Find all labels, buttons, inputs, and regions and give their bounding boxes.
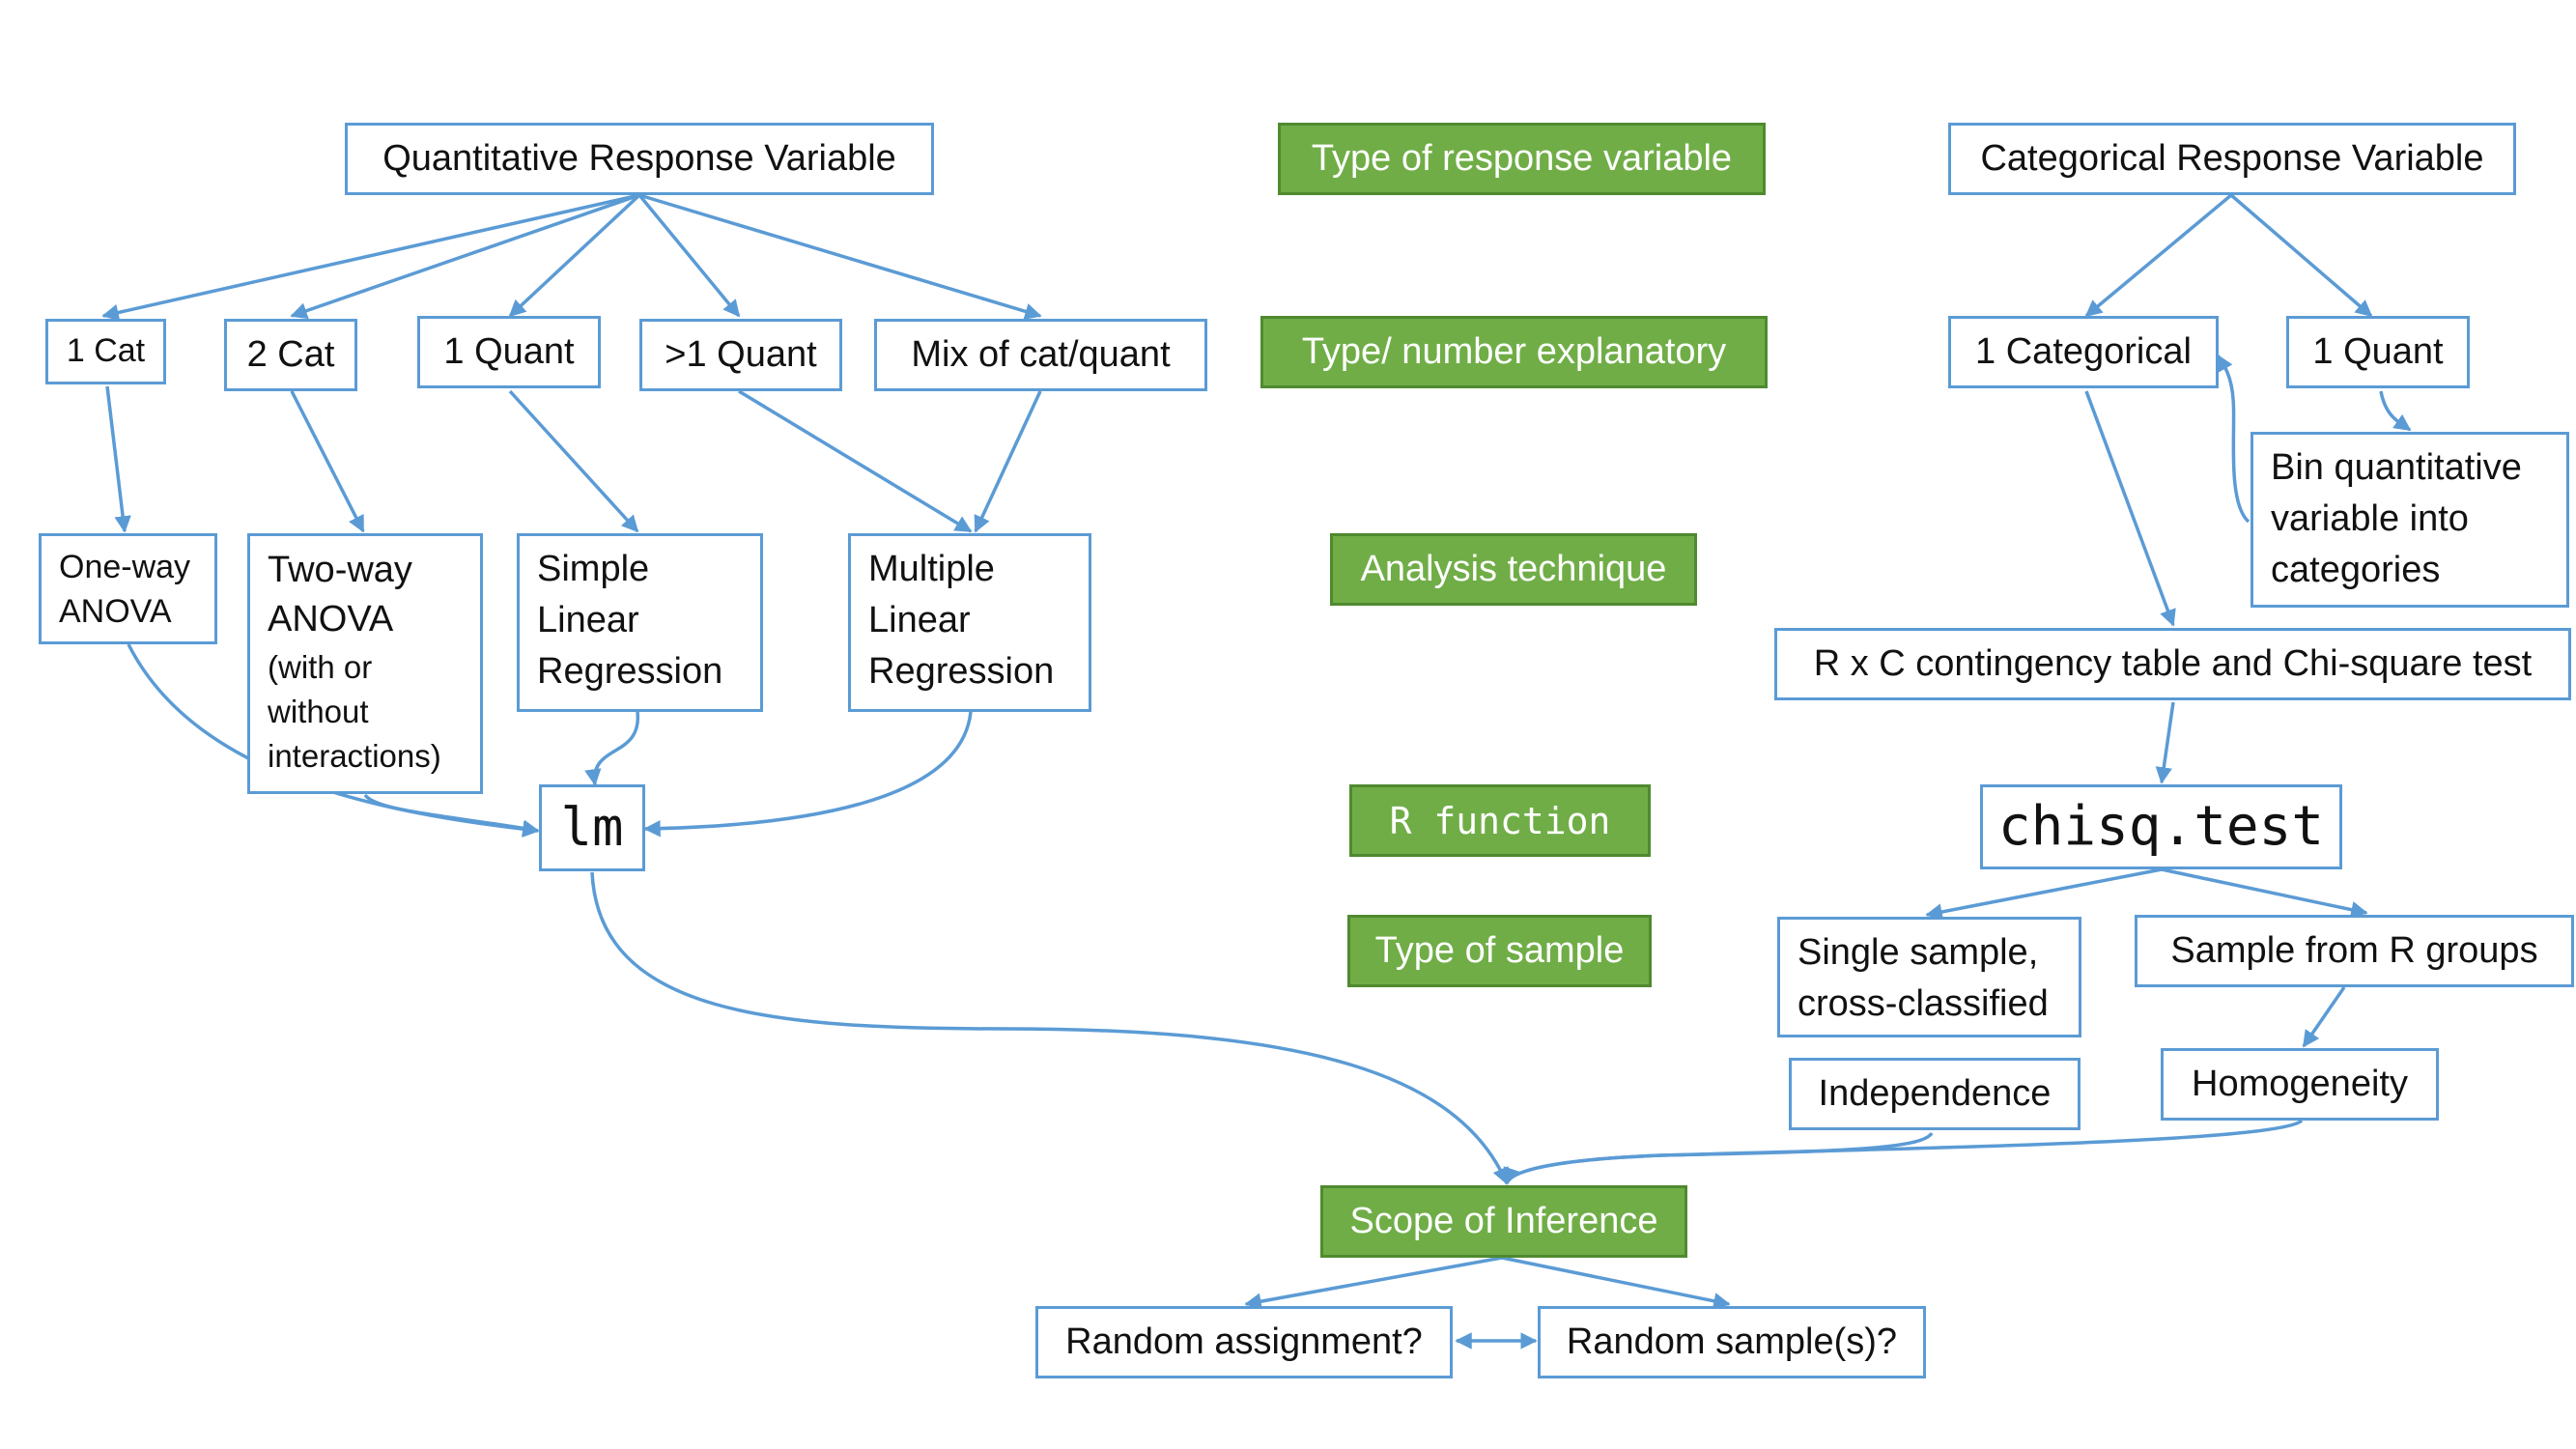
edge-quant-to-gt1quant [637,193,741,318]
edge-slr-to-lm [584,711,639,786]
node-homogeneity: Homogeneity [2161,1048,2439,1121]
edge-1cat-to-oneway [105,385,131,533]
node-random-assignment: Random assignment? [1035,1306,1453,1378]
edge-quant-to-2cat [290,193,640,320]
edge-mix-to-mlr [974,390,1042,533]
edge-1categorical-to-rxc [2084,390,2176,627]
node-sample-from-r-groups: Sample from R groups [2135,915,2574,987]
edge-2cat-to-twoway [290,390,365,533]
two-way-anova-note: (with or without interactions) [268,648,441,774]
edge-rxc-to-chisq [2155,701,2175,784]
node-bin-quantitative-variable: Bin quantitative variable into categorie… [2250,432,2569,608]
node-random-samples: Random sample(s)? [1538,1306,1926,1378]
edge-1quant-to-bin [2379,390,2412,432]
edge-homogeneity-to-scope [1503,1119,2304,1185]
edge-scope-to-samples [1501,1256,1731,1310]
node-1-cat: 1 Cat [45,319,166,384]
edge-twoway-to-lm [363,793,540,837]
node-mix-of-cat-quant: Mix of cat/quant [874,319,1207,391]
label-type-number-explanatory: Type/ number explanatory [1260,316,1768,388]
node-lm: lm [539,784,645,871]
node-categorical-response-variable: Categorical Response Variable [1948,123,2516,195]
edge-bin-to-1categorical [2216,354,2250,524]
label-type-of-response-variable: Type of response variable [1278,123,1766,195]
node-multiple-linear-regression: Multiple Linear Regression [848,533,1091,712]
label-type-of-sample: Type of sample [1347,915,1652,987]
two-way-anova-title: Two-way ANOVA [268,550,412,640]
node-1-quant-categorical: 1 Quant [2286,316,2470,388]
edge-scope-to-assignment [1244,1256,1503,1310]
node-1-categorical: 1 Categorical [1948,316,2219,388]
edge-chisq-to-rgroups [2161,867,2368,919]
edge-mlr-to-lm [643,711,973,838]
node-two-way-anova: Two-way ANOVA (with or without interacti… [247,533,483,794]
label-r-function: R function [1349,784,1651,857]
node-rxc-contingency-table: R x C contingency table and Chi-square t… [1774,628,2571,700]
edge-quant-to-1quant [508,193,641,318]
edge-quant-to-mix [638,193,1042,320]
node-1-quant: 1 Quant [417,316,601,388]
edge-independence-to-scope [1503,1131,1934,1185]
edge-gt1quant-to-mlr [738,389,973,533]
edge-cat-to-1categorical [2084,193,2233,318]
node-simple-linear-regression: Simple Linear Regression [517,533,763,712]
node-chisq-test: chisq.test [1980,784,2342,869]
edge-cat-to-1quant [2229,193,2373,318]
node-gt1-quant: >1 Quant [639,319,842,391]
label-scope-of-inference: Scope of Inference [1320,1185,1687,1258]
edge-lm-to-scope [590,871,1509,1185]
edge-1quant-to-slr [508,389,639,533]
edge-rgroups-to-homogeneity [2302,986,2346,1048]
node-independence: Independence [1789,1058,2081,1130]
edge-chisq-to-single [1925,867,2163,921]
node-single-sample-cross-classified: Single sample, cross-classified [1777,917,2081,1037]
label-analysis-technique: Analysis technique [1330,533,1697,606]
node-one-way-anova: One-way ANOVA [39,533,217,644]
node-quantitative-response-variable: Quantitative Response Variable [345,123,934,195]
edge-quant-to-1cat [101,193,640,322]
node-2-cat: 2 Cat [224,319,357,391]
